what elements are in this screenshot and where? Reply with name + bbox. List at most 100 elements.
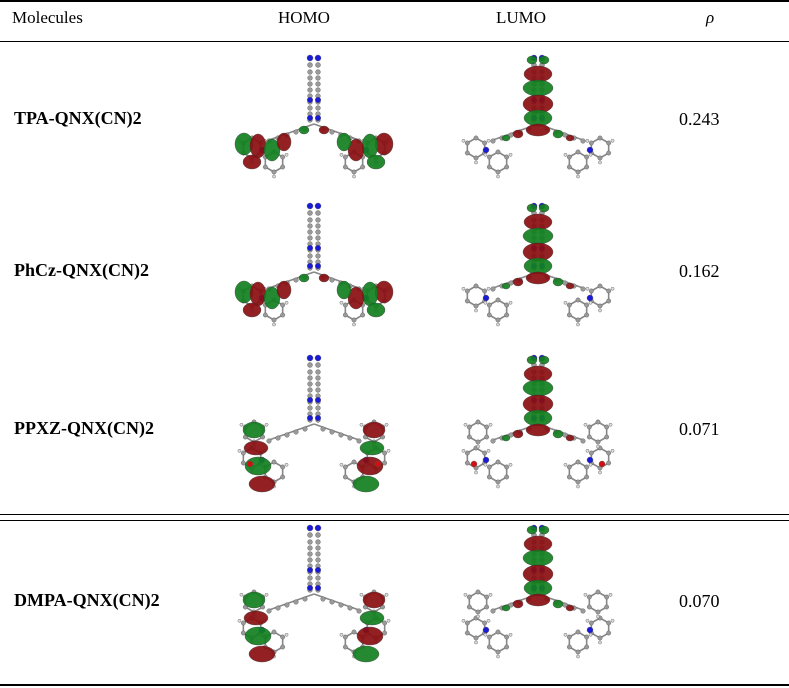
- atom: [280, 302, 286, 308]
- atom: [314, 524, 322, 532]
- header-homo: HOMO: [278, 8, 330, 27]
- orbital-lobe: [512, 429, 524, 439]
- atom: [240, 450, 246, 456]
- orbital-lobe: [359, 440, 385, 456]
- atom: [580, 438, 586, 444]
- atom: [382, 620, 388, 626]
- atom: [598, 460, 606, 468]
- atom: [246, 460, 254, 468]
- atom: [280, 634, 286, 640]
- orbital-lobe: [249, 281, 267, 307]
- atom: [342, 302, 348, 308]
- atom: [315, 62, 321, 68]
- atom: [508, 632, 513, 637]
- header-molecules: Molecules: [12, 8, 83, 27]
- atom: [307, 381, 313, 387]
- atom: [280, 154, 286, 160]
- atom: [586, 626, 594, 634]
- atom: [610, 286, 615, 291]
- atom: [314, 567, 321, 574]
- atom: [338, 432, 344, 438]
- rho-value-ppxz: 0.071: [679, 419, 720, 439]
- atom: [338, 602, 344, 608]
- atom: [495, 629, 501, 635]
- atom: [464, 450, 470, 456]
- atom: [464, 298, 470, 304]
- atom: [588, 152, 593, 157]
- atom: [604, 594, 610, 600]
- atom: [342, 474, 348, 480]
- orbital-lobe: [318, 273, 330, 283]
- atom: [314, 54, 322, 62]
- orbital-lobe: [501, 434, 511, 442]
- lumo-orbital-image-phcz: [448, 200, 628, 340]
- atom: [272, 174, 276, 179]
- atom: [473, 635, 479, 641]
- orbital-lobe: [243, 610, 269, 626]
- atom: [315, 235, 321, 241]
- atom: [314, 97, 321, 104]
- homo-orbital-image-tpa: [224, 52, 404, 192]
- atom: [466, 604, 472, 610]
- orbital-lobe: [276, 132, 292, 152]
- atom: [314, 415, 321, 422]
- homo-orbital-svg-tpa: [234, 54, 394, 179]
- atom: [293, 129, 299, 135]
- atom: [315, 387, 321, 393]
- atom: [482, 294, 490, 302]
- orbital-lobe: [512, 599, 524, 609]
- atom: [474, 308, 478, 313]
- orbital-lobe: [249, 133, 267, 159]
- atom: [272, 322, 276, 327]
- atom: [508, 152, 513, 157]
- atom: [280, 644, 286, 650]
- orbital-lobe: [552, 599, 564, 609]
- atom: [463, 422, 468, 427]
- atom: [486, 286, 491, 291]
- atom: [566, 312, 572, 318]
- atom: [496, 654, 500, 659]
- atom: [464, 150, 470, 156]
- atom: [352, 322, 356, 327]
- atom: [588, 620, 594, 626]
- atom: [596, 614, 600, 619]
- atom: [504, 464, 510, 470]
- atom: [329, 129, 335, 135]
- atom: [382, 630, 388, 636]
- atom: [604, 434, 610, 440]
- atom: [284, 300, 289, 305]
- atom: [306, 397, 313, 404]
- atom: [307, 81, 313, 87]
- atom: [339, 462, 344, 467]
- atom: [598, 640, 602, 645]
- atom: [566, 464, 572, 470]
- atom: [374, 460, 382, 468]
- atom: [307, 62, 313, 68]
- atom: [473, 303, 479, 309]
- atom: [566, 474, 572, 480]
- atom: [351, 629, 357, 635]
- atom: [504, 474, 510, 480]
- atom: [463, 592, 468, 597]
- atom: [576, 174, 580, 179]
- atom: [237, 618, 242, 623]
- atom: [610, 448, 615, 453]
- atom: [575, 317, 581, 323]
- atom: [302, 426, 308, 432]
- atom: [306, 354, 314, 362]
- orbital-lobe: [263, 138, 281, 162]
- atom: [461, 286, 466, 291]
- atom: [496, 174, 500, 179]
- atom: [484, 604, 490, 610]
- orbital-lobe: [522, 79, 554, 97]
- atom: [360, 164, 366, 170]
- atom: [280, 164, 286, 170]
- atom: [476, 444, 480, 449]
- atom: [307, 362, 313, 368]
- homo-orbital-image-phcz: [224, 200, 404, 340]
- atom: [580, 286, 586, 292]
- orbital-lobe: [523, 109, 553, 127]
- atom: [384, 422, 389, 427]
- atom: [315, 575, 321, 581]
- atom: [461, 138, 466, 143]
